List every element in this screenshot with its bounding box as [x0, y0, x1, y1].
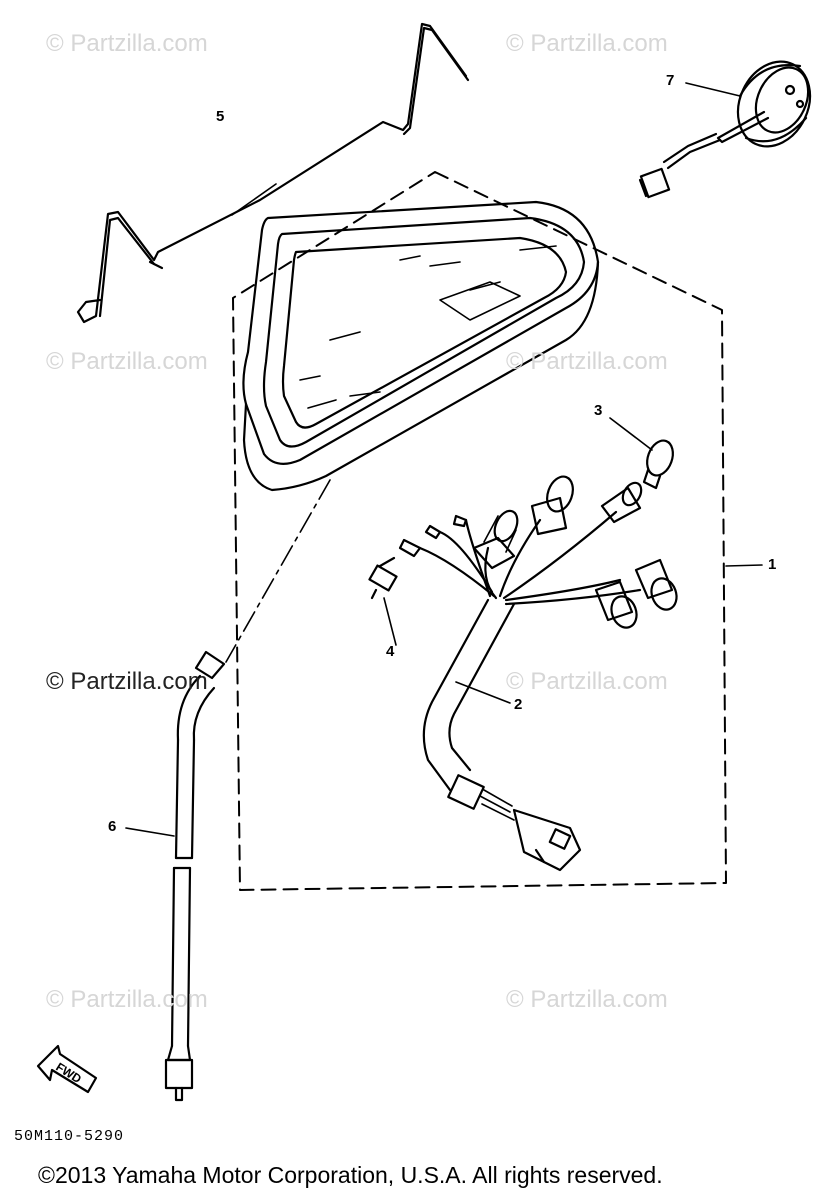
- speedometer-cable-part: [164, 650, 226, 1102]
- watermark: © Partzilla.com: [506, 348, 668, 375]
- indicator-light-part: [638, 60, 812, 199]
- part-code: 50M110-5290: [14, 1128, 125, 1145]
- socket-e: [634, 558, 678, 611]
- watermark: © Partzilla.com: [506, 668, 668, 695]
- socket-d: [594, 580, 638, 629]
- socket-a: [472, 509, 519, 570]
- socket-b: [530, 475, 574, 536]
- assembly-outline: [232, 171, 727, 891]
- callout-5: 5: [216, 108, 225, 125]
- watermark: © Partzilla.com: [46, 668, 208, 695]
- bulb-part: [642, 439, 674, 490]
- watermark: © Partzilla.com: [46, 30, 208, 57]
- meter-housing-part: [242, 200, 600, 492]
- copyright-notice: ©2013 Yamaha Motor Corporation, U.S.A. A…: [38, 1162, 663, 1188]
- callout-3: 3: [594, 402, 603, 419]
- callout-7: 7: [666, 72, 675, 89]
- watermark: © Partzilla.com: [506, 986, 668, 1013]
- callout-4: 4: [386, 643, 395, 660]
- callout-2: 2: [514, 696, 523, 713]
- small-socket-part: [368, 556, 398, 600]
- callout-1: 1: [768, 556, 777, 573]
- wire-harness-part: [398, 475, 678, 872]
- fwd-arrow-icon: [36, 1044, 98, 1094]
- watermark: © Partzilla.com: [46, 348, 208, 375]
- bracket-wire-part: [76, 22, 470, 324]
- watermark: © Partzilla.com: [506, 30, 668, 57]
- socket-c: [600, 481, 643, 524]
- leader-lines: [125, 82, 763, 837]
- watermark: © Partzilla.com: [46, 986, 208, 1013]
- callout-6: 6: [108, 818, 117, 835]
